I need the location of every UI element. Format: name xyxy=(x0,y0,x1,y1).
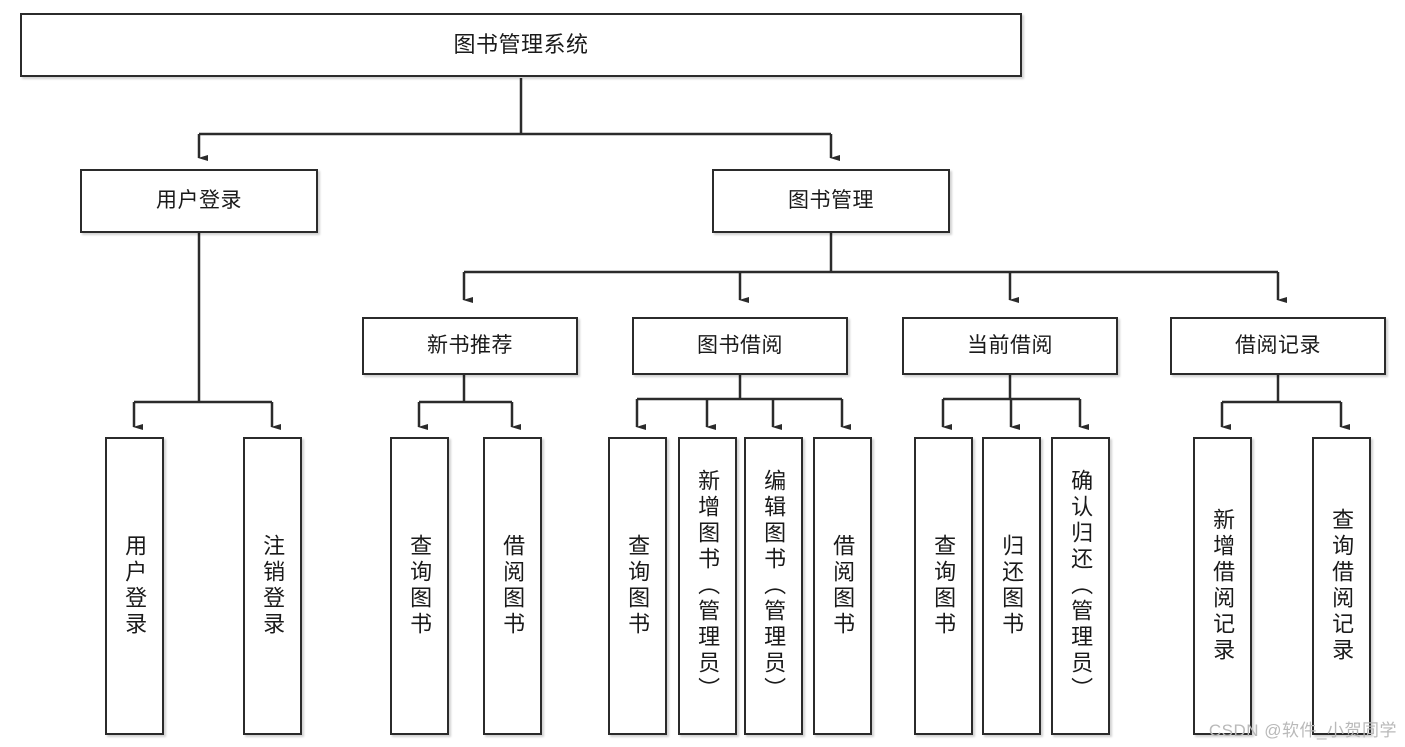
node-leaf-add-book[interactable]: 新增图书（管理员） xyxy=(678,437,737,735)
node-leaf-query-book-1[interactable]: 查询图书 xyxy=(390,437,449,735)
node-root-system[interactable]: 图书管理系统 xyxy=(20,13,1022,77)
node-label: 图书管理系统 xyxy=(453,32,589,58)
node-current-borrow[interactable]: 当前借阅 xyxy=(902,317,1118,375)
node-borrow-record[interactable]: 借阅记录 xyxy=(1170,317,1386,375)
node-label: 借阅记录 xyxy=(1235,333,1321,357)
node-leaf-borrow-book-1[interactable]: 借阅图书 xyxy=(483,437,542,735)
node-leaf-query-book-3[interactable]: 查询图书 xyxy=(914,437,973,735)
node-label: 注销登录 xyxy=(260,534,286,638)
node-label: 图书管理 xyxy=(788,188,874,212)
node-leaf-confirm-return[interactable]: 确认归还（管理员） xyxy=(1051,437,1110,735)
csdn-watermark: CSDN @软件_小贺同学 xyxy=(1208,721,1397,740)
node-new-book-recommend[interactable]: 新书推荐 xyxy=(362,317,578,375)
node-label: 新增借阅记录 xyxy=(1210,508,1236,664)
node-leaf-return-book[interactable]: 归还图书 xyxy=(982,437,1041,735)
node-label: 用户登录 xyxy=(122,534,148,638)
node-leaf-add-record[interactable]: 新增借阅记录 xyxy=(1193,437,1252,735)
node-label: 编辑图书（管理员） xyxy=(761,469,787,703)
node-label: 借阅图书 xyxy=(830,534,856,638)
node-label: 新书推荐 xyxy=(427,333,513,357)
node-label: 借阅图书 xyxy=(500,534,526,638)
node-leaf-borrow-book-2[interactable]: 借阅图书 xyxy=(813,437,872,735)
node-label: 查询图书 xyxy=(407,534,433,638)
node-label: 查询借阅记录 xyxy=(1329,508,1355,664)
node-leaf-user-login[interactable]: 用户登录 xyxy=(105,437,164,735)
node-label: 归还图书 xyxy=(999,534,1025,638)
node-label: 查询图书 xyxy=(931,534,957,638)
node-user-login[interactable]: 用户登录 xyxy=(80,169,318,233)
node-label: 新增图书（管理员） xyxy=(695,469,721,703)
node-book-borrow[interactable]: 图书借阅 xyxy=(632,317,848,375)
node-book-manage[interactable]: 图书管理 xyxy=(712,169,950,233)
node-leaf-query-book-2[interactable]: 查询图书 xyxy=(608,437,667,735)
node-label: 用户登录 xyxy=(156,188,242,212)
node-label: 当前借阅 xyxy=(967,333,1053,357)
node-leaf-edit-book[interactable]: 编辑图书（管理员） xyxy=(744,437,803,735)
node-label: 查询图书 xyxy=(625,534,651,638)
node-label: 图书借阅 xyxy=(697,333,783,357)
node-leaf-query-record[interactable]: 查询借阅记录 xyxy=(1312,437,1371,735)
node-leaf-logout-login[interactable]: 注销登录 xyxy=(243,437,302,735)
node-label: 确认归还（管理员） xyxy=(1068,469,1094,703)
